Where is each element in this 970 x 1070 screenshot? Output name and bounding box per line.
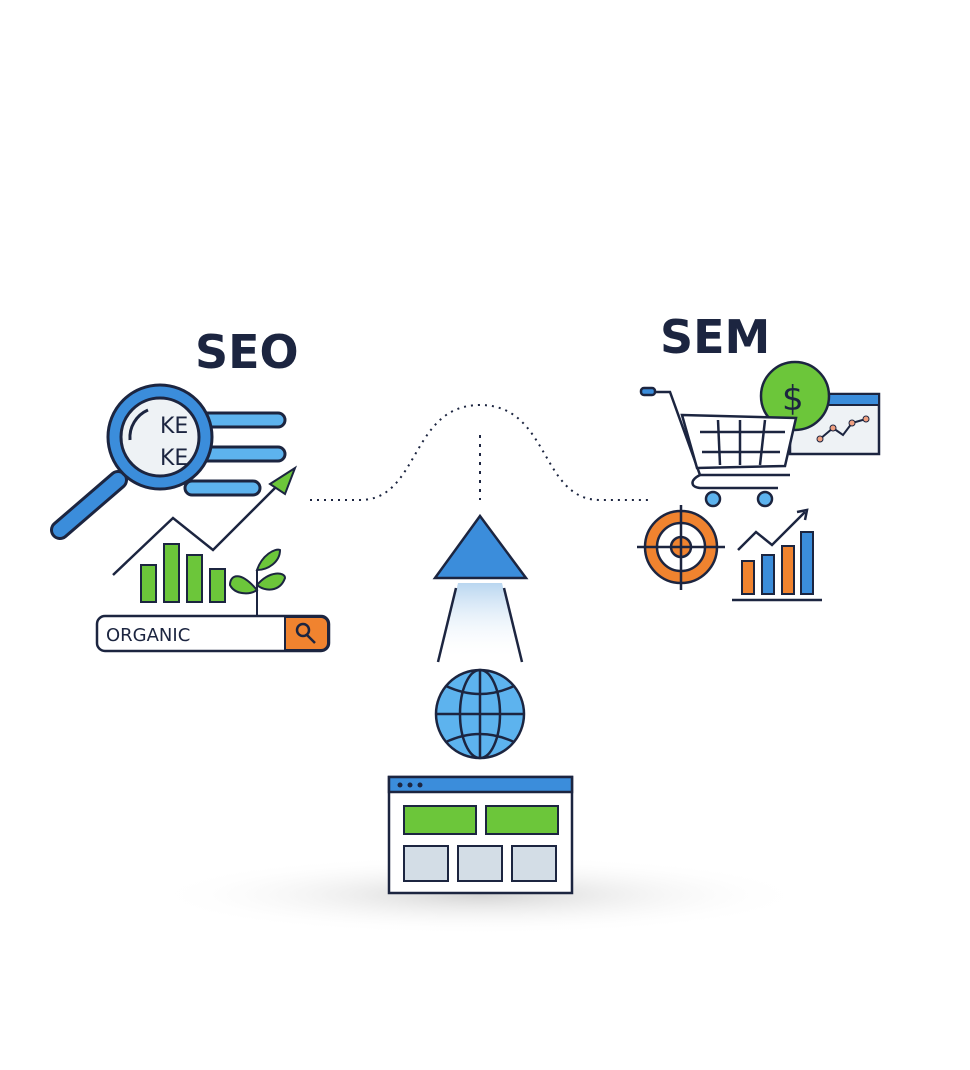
- search-text: ORGANIC: [106, 625, 190, 646]
- website-icon: [387, 775, 574, 895]
- search-icon: [295, 622, 316, 644]
- shopping-cart-icon: [639, 386, 798, 508]
- magnifier-icon: KE KE: [50, 383, 287, 540]
- ground-shadow: [150, 855, 810, 935]
- bar-chart-icon: [732, 508, 822, 602]
- organic-search-bar: ORGANIC: [95, 614, 331, 653]
- growth-chart-icon: [112, 465, 298, 603]
- keyword-text-2: KE: [160, 446, 188, 471]
- target-icon: [637, 505, 725, 590]
- keyword-text-1: KE: [160, 414, 188, 439]
- globe-icon: [434, 668, 526, 760]
- sem-title: SEM: [660, 310, 770, 364]
- sprout-icon: [228, 548, 287, 615]
- seo-title: SEO: [195, 325, 299, 379]
- dollar-coin-icon: $: [759, 360, 831, 432]
- arrow-up-icon: [432, 513, 529, 663]
- dollar-symbol: $: [782, 379, 804, 419]
- dotted-connector: [310, 403, 650, 501]
